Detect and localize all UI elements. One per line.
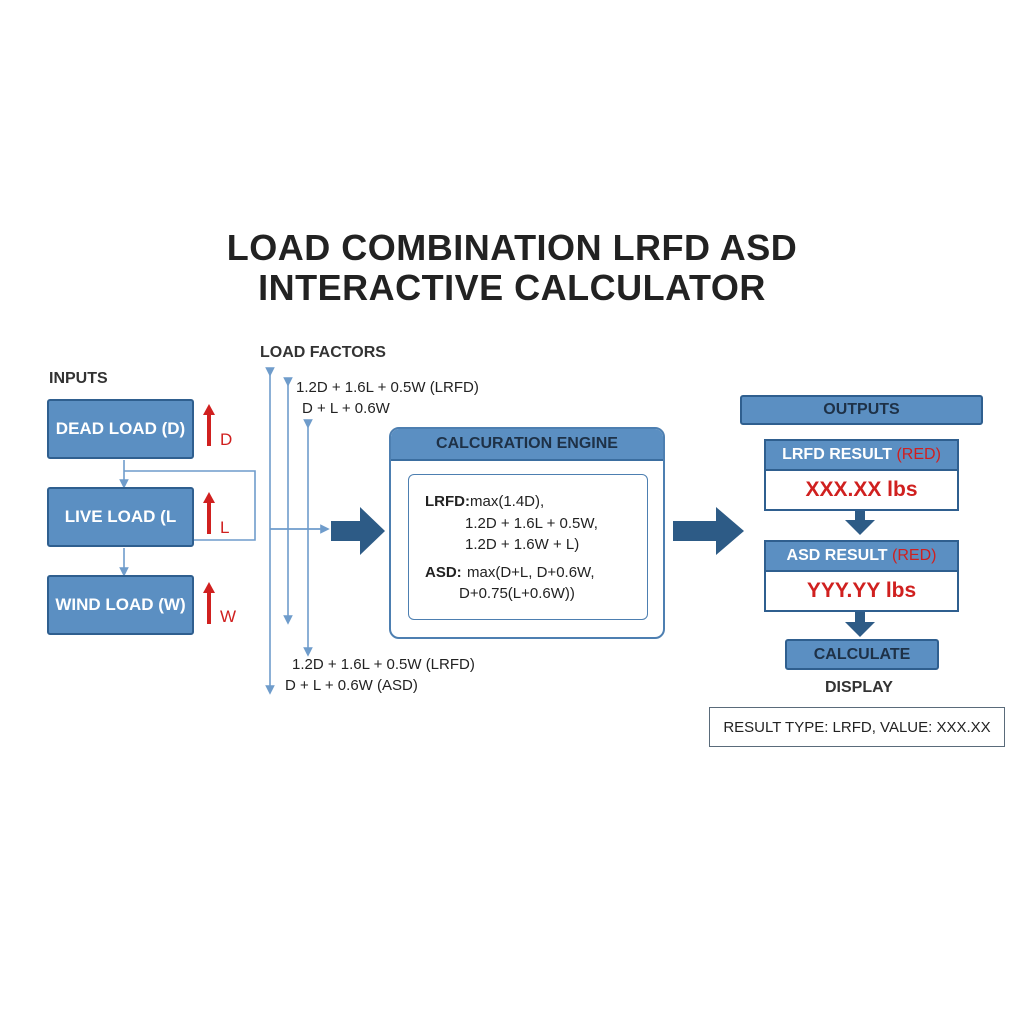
- engine-title: CALCURATION ENGINE: [391, 429, 663, 461]
- factor-top-2: D + L + 0.6W: [302, 400, 390, 417]
- factor-bottom-1: 1.2D + 1.6L + 0.5W (LRFD): [292, 656, 475, 673]
- live-load-box[interactable]: LIVE LOAD (L: [47, 487, 194, 547]
- lrfd-result-value: XXX.XX lbs: [764, 469, 959, 511]
- title-line-2: INTERACTIVE CALCULATOR: [258, 267, 766, 308]
- live-load-arrow-icon: [203, 492, 215, 534]
- wind-load-symbol: W: [220, 607, 237, 626]
- to-outputs-arrow-icon: [673, 507, 744, 555]
- lrfd-key: LRFD:: [425, 493, 470, 510]
- lrfd-result-tag: (RED): [896, 446, 941, 463]
- asd-result-header: ASD RESULT (RED): [764, 540, 959, 570]
- factor-bottom-2: D + L + 0.6W (ASD): [285, 677, 418, 694]
- outputs-header: OUTPUTS: [740, 395, 983, 425]
- calculate-button[interactable]: CALCULATE: [785, 639, 939, 670]
- lrfd-result-header: LRFD RESULT (RED): [764, 439, 959, 469]
- load-arrows: [203, 404, 215, 624]
- asd-result-value: YYY.YY lbs: [764, 570, 959, 612]
- display-label: DISPLAY: [825, 679, 893, 696]
- factor-top-1: 1.2D + 1.6L + 0.5W (LRFD): [296, 379, 479, 396]
- live-load-symbol: L: [220, 518, 230, 537]
- display-output: RESULT TYPE: LRFD, VALUE: XXX.XX: [709, 707, 1005, 747]
- factor-connectors: [265, 367, 320, 695]
- lrfd-result-title: LRFD RESULT: [782, 446, 893, 463]
- flow-arrows: [331, 507, 875, 637]
- title-line-1: LOAD COMBINATION LRFD ASD: [226, 227, 798, 268]
- asd-line-2: D+0.75(L+0.6W)): [459, 585, 575, 602]
- dead-load-arrow-icon: [203, 404, 215, 446]
- lrfd-line-1: max(1.4D),: [470, 493, 545, 510]
- lrfd-line-3: 1.2D + 1.6W + L): [465, 536, 580, 553]
- to-engine-arrow-icon: [331, 507, 385, 555]
- formula-box: LRFD: max(1.4D), 1.2D + 1.6L + 0.5W, 1.2…: [408, 474, 648, 620]
- asd-to-calculate-arrow-icon: [845, 612, 875, 637]
- dead-load-box[interactable]: DEAD LOAD (D): [47, 399, 194, 459]
- inputs-label: INPUTS: [49, 370, 108, 387]
- asd-result-tag: (RED): [892, 547, 937, 564]
- load-factors-label: LOAD FACTORS: [260, 344, 386, 361]
- wind-load-box[interactable]: WIND LOAD (W): [47, 575, 194, 635]
- asd-key: ASD:: [425, 564, 462, 581]
- lrfd-to-asd-arrow-icon: [845, 510, 875, 535]
- asd-result-title: ASD RESULT: [786, 547, 888, 564]
- asd-line-1: max(D+L, D+0.6W,: [467, 564, 595, 581]
- dead-load-symbol: D: [220, 430, 233, 449]
- lrfd-line-2: 1.2D + 1.6L + 0.5W,: [465, 515, 598, 532]
- wind-load-arrow-icon: [203, 582, 215, 624]
